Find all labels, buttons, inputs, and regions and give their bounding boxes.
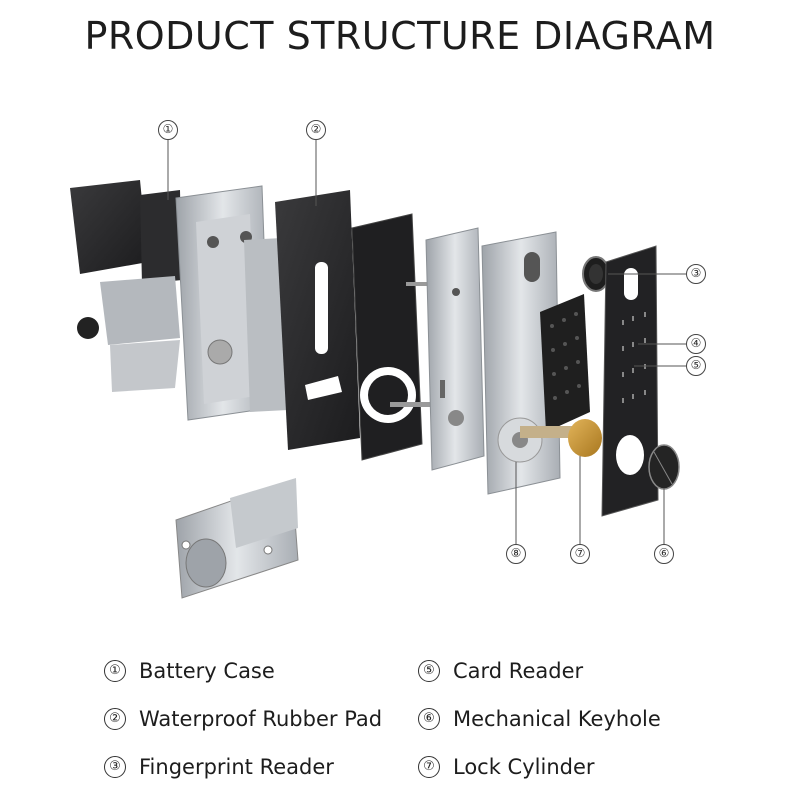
battery-case-part [70, 180, 182, 392]
legend-label: Fingerprint Reader [139, 755, 334, 779]
legend-item-mechanical-keyhole: ⑥ Mechanical Keyhole [418, 704, 661, 734]
rubber-pad-part [275, 190, 360, 450]
rear-housing-part [175, 185, 288, 421]
front-panel-part [601, 245, 659, 517]
legend-number: ⑤ [418, 660, 440, 682]
legend-number: ③ [104, 756, 126, 778]
legend-item-battery-case: ① Battery Case [104, 656, 275, 686]
legend-label: Mechanical Keyhole [453, 707, 661, 731]
legend-number: ⑥ [418, 708, 440, 730]
callout-3: ③ [686, 264, 706, 284]
legend-number: ② [104, 708, 126, 730]
deadbolt-latch-part [175, 478, 299, 599]
legend-label: Battery Case [139, 659, 275, 683]
legend-item-card-reader: ⑤ Card Reader [418, 656, 583, 686]
legend-label: Card Reader [453, 659, 584, 683]
legend-label: Waterproof Rubber Pad [139, 707, 383, 731]
exploded-lock-diagram [70, 140, 686, 599]
callout-4: ④ [686, 334, 706, 354]
callout-5: ⑤ [686, 356, 706, 376]
mounting-plate-part [351, 213, 430, 461]
legend-item-rubber-pad: ② Waterproof Rubber Pad [104, 704, 382, 734]
callout-7: ⑦ [570, 544, 590, 564]
leader-lines [167, 140, 686, 544]
lock-cylinder-part [520, 419, 602, 457]
fingerprint-reader-part [582, 256, 610, 292]
callout-1: ① [158, 120, 178, 140]
legend-label: Lock Cylinder [453, 755, 595, 779]
callout-2: ② [306, 120, 326, 140]
parts-legend: ① Battery Case ② Waterproof Rubber Pad ③… [0, 650, 800, 800]
inner-plate-part [425, 227, 485, 471]
legend-number: ⑦ [418, 756, 440, 778]
legend-item-lock-cylinder: ⑦ Lock Cylinder [418, 752, 595, 782]
keyhole-cover-part [648, 444, 680, 490]
legend-number: ① [104, 660, 126, 682]
legend-item-fingerprint-reader: ③ Fingerprint Reader [104, 752, 334, 782]
page-title: PRODUCT STRUCTURE DIAGRAM [84, 14, 716, 58]
callout-6: ⑥ [654, 544, 674, 564]
circuit-board-part [540, 294, 590, 432]
callout-8: ⑧ [506, 544, 526, 564]
